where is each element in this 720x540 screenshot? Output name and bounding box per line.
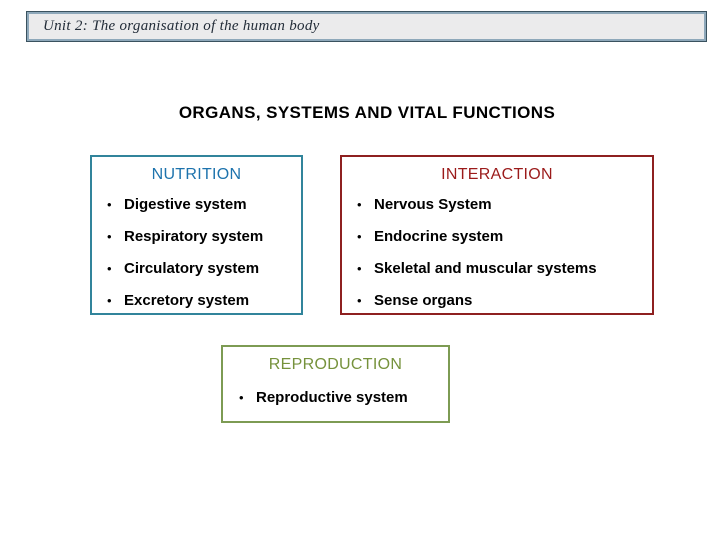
interaction-box: INTERACTION • Nervous System • Endocrine… bbox=[340, 155, 654, 315]
bullet-icon: • bbox=[107, 293, 112, 308]
list-item: • Skeletal and muscular systems bbox=[357, 260, 652, 278]
bullet-icon: • bbox=[357, 197, 362, 212]
list-item: • Digestive system bbox=[107, 196, 301, 214]
list-item: • Endocrine system bbox=[357, 228, 652, 246]
list-item-label: Endocrine system bbox=[374, 228, 504, 245]
list-item-label: Reproductive system bbox=[256, 389, 408, 406]
interaction-heading: INTERACTION bbox=[441, 166, 553, 183]
list-item: • Reproductive system bbox=[239, 389, 448, 407]
nutrition-box: NUTRITION • Digestive system • Respirato… bbox=[90, 155, 303, 315]
bullet-icon: • bbox=[239, 390, 244, 405]
nutrition-heading: NUTRITION bbox=[151, 166, 242, 183]
unit-title: Unit 2: The organisation of the human bo… bbox=[43, 18, 320, 34]
bullet-icon: • bbox=[107, 261, 112, 276]
bullet-icon: • bbox=[357, 261, 362, 276]
list-item: • Respiratory system bbox=[107, 228, 301, 246]
list-item: • Sense organs bbox=[357, 292, 652, 310]
reproduction-list: • Reproductive system bbox=[223, 389, 448, 407]
list-item-label: Nervous System bbox=[374, 196, 492, 213]
reproduction-box: REPRODUCTION • Reproductive system bbox=[221, 345, 450, 423]
bullet-icon: • bbox=[357, 229, 362, 244]
reproduction-heading: REPRODUCTION bbox=[268, 356, 403, 373]
slide-header-bar: Unit 2: The organisation of the human bo… bbox=[26, 11, 707, 42]
list-item: • Excretory system bbox=[107, 292, 301, 310]
list-item-label: Excretory system bbox=[124, 292, 250, 309]
list-item-label: Sense organs bbox=[374, 292, 473, 309]
nutrition-list: • Digestive system • Respiratory system … bbox=[92, 196, 301, 310]
list-item: • Nervous System bbox=[357, 196, 652, 214]
bullet-icon: • bbox=[357, 293, 362, 308]
list-item: • Circulatory system bbox=[107, 260, 301, 278]
list-item-label: Skeletal and muscular systems bbox=[374, 260, 597, 277]
slide-title: ORGANS, SYSTEMS AND VITAL FUNCTIONS bbox=[178, 103, 556, 122]
interaction-list: • Nervous System • Endocrine system • Sk… bbox=[342, 196, 652, 310]
list-item-label: Digestive system bbox=[124, 196, 247, 213]
bullet-icon: • bbox=[107, 229, 112, 244]
list-item-label: Circulatory system bbox=[124, 260, 260, 277]
bullet-icon: • bbox=[107, 197, 112, 212]
list-item-label: Respiratory system bbox=[124, 228, 264, 245]
